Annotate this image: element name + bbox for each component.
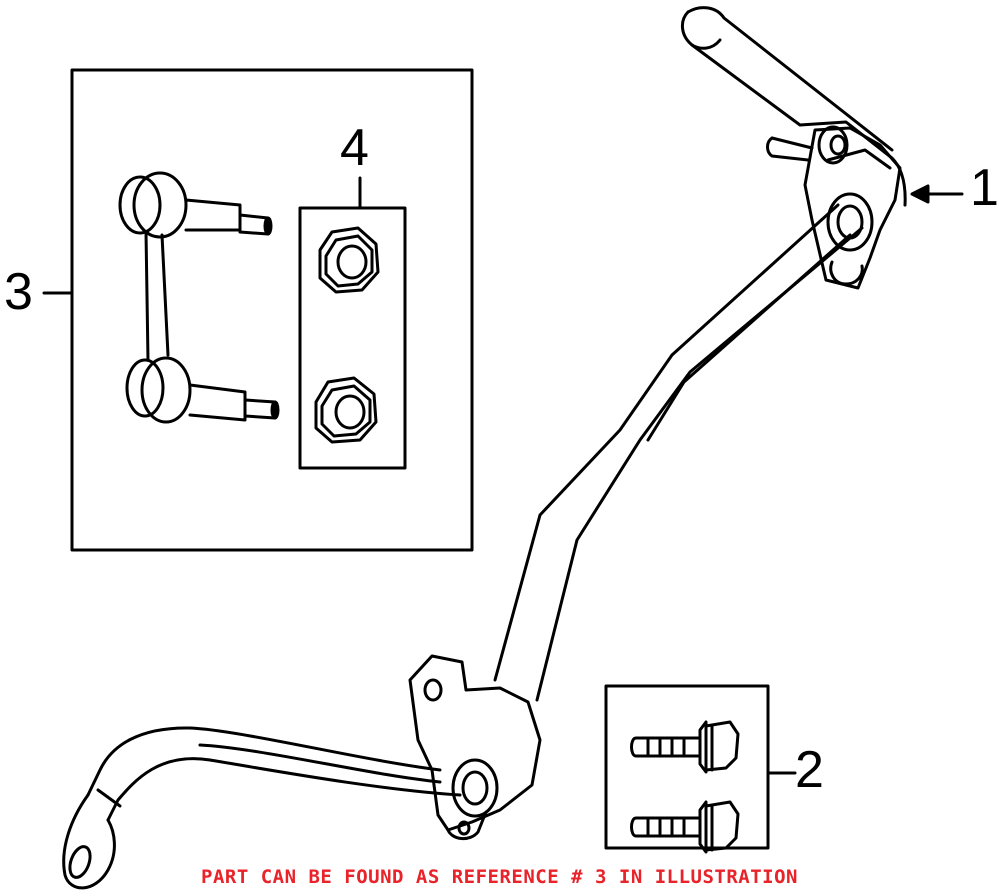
bolts-box <box>604 684 770 850</box>
callout-1-label: 1 <box>970 159 999 217</box>
stabilizer-bar <box>62 6 907 890</box>
nuts-box <box>298 206 407 470</box>
reference-notice: PART CAN BE FOUND AS REFERENCE # 3 IN IL… <box>201 866 798 888</box>
callout-4-label: 4 <box>340 119 369 177</box>
hex-nut-upper <box>318 226 380 294</box>
callout-3-label: 3 <box>4 263 33 321</box>
lower-bushing-bracket <box>408 654 542 840</box>
link-box <box>70 68 474 552</box>
flange-bolt-upper <box>630 720 740 774</box>
callout-2-label: 2 <box>795 741 824 799</box>
callout-1-arrow <box>910 184 964 204</box>
stabilizer-link <box>118 171 280 424</box>
hex-nut-lower <box>314 376 378 444</box>
upper-bushing-bracket <box>766 125 902 290</box>
flange-bolt-lower <box>630 800 740 854</box>
